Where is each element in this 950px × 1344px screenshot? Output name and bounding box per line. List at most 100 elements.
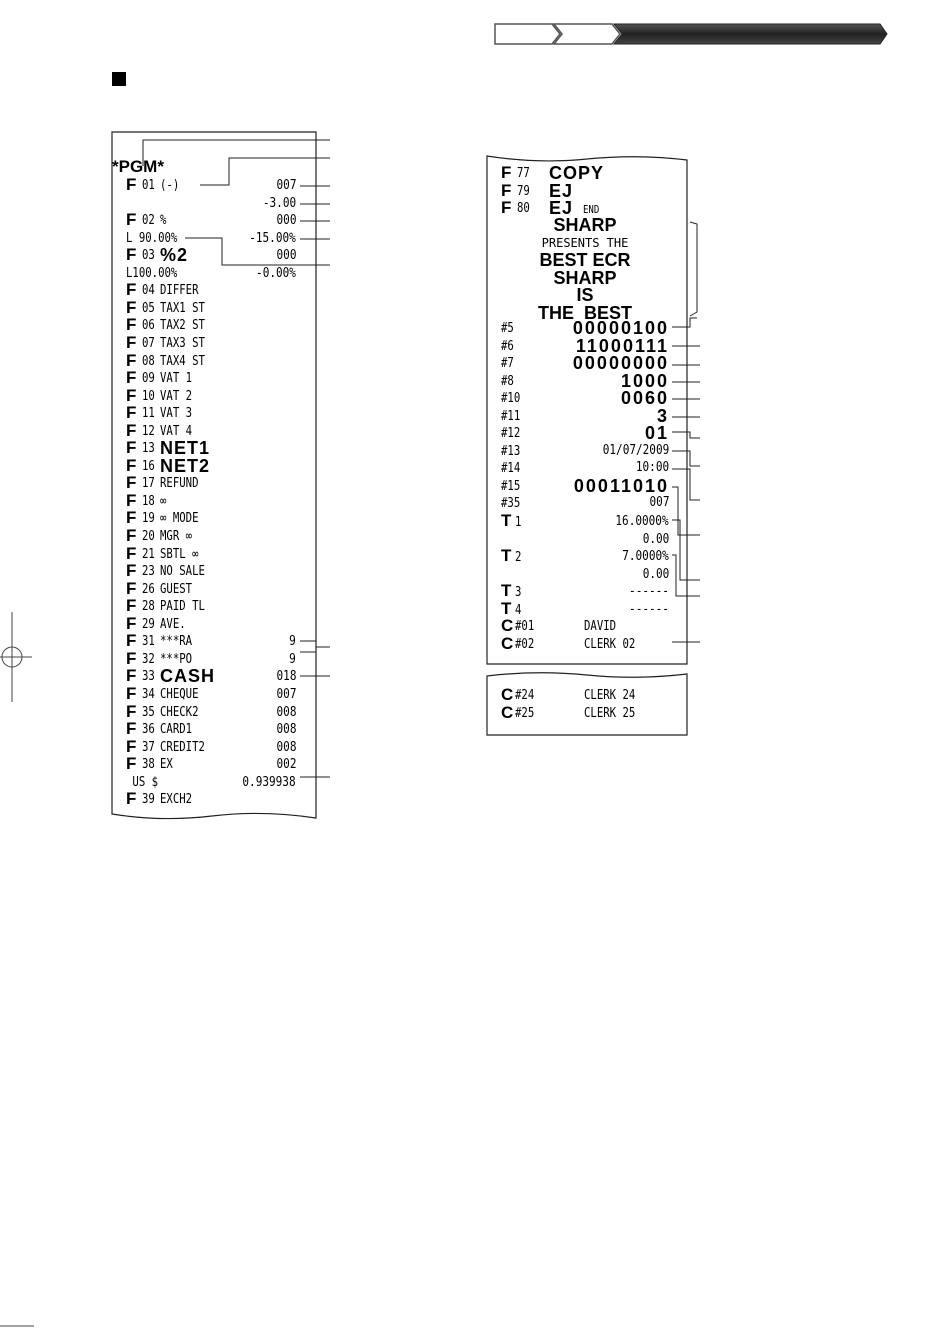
tax-value: 7.0000% (622, 549, 669, 564)
function-label: MGR ∞ (160, 529, 193, 544)
function-label: EJ (549, 180, 574, 201)
function-value: 9 (289, 634, 296, 650)
function-label: GUEST (160, 581, 193, 597)
function-value: 000 (276, 248, 296, 264)
tax-value: 0.00 (642, 531, 669, 547)
function-number: 32 (142, 651, 155, 667)
clerk-name: CLERK 24 (584, 688, 636, 703)
clerk-number: #25 (515, 705, 535, 721)
function-number: 34 (142, 686, 155, 702)
message-line: IS (576, 285, 594, 305)
function-label: DIFFER (160, 283, 199, 299)
setting-value: 01 (644, 423, 669, 443)
setting-label: #14 (501, 461, 521, 476)
function-code: F (126, 315, 137, 335)
function-number: 11 (142, 406, 155, 422)
tax-row: 0.00 (487, 565, 687, 583)
function-number: 19 (142, 511, 155, 527)
function-value: 007 (276, 686, 296, 702)
function-number: 12 (142, 423, 155, 439)
function-code: F (126, 613, 137, 633)
function-code: F (126, 245, 137, 265)
function-number: 13 (142, 441, 155, 457)
function-value: 008 (276, 722, 296, 738)
function-code: F (126, 719, 137, 739)
message-line: SHARP (553, 267, 617, 288)
function-number: 37 (142, 739, 155, 755)
function-code: F (126, 210, 137, 230)
crop-mark-icon (0, 612, 32, 702)
function-label: EX (160, 757, 173, 773)
function-label: REFUND (160, 476, 199, 492)
function-value: 018 (276, 669, 296, 685)
tax-number: 3 (515, 585, 522, 600)
function-value: 9 (289, 651, 296, 667)
setting-value: 01/07/2009 (602, 442, 669, 458)
function-suffix: END (583, 203, 600, 216)
setting-value: 007 (649, 495, 669, 510)
function-code: F (126, 754, 137, 774)
function-code: F (126, 631, 137, 651)
setting-value: 00011010 (573, 475, 669, 496)
function-code: F (126, 701, 137, 721)
function-code: F (126, 543, 137, 563)
function-code: F (501, 163, 512, 182)
function-number: 39 (142, 792, 155, 808)
function-code: F (126, 578, 137, 598)
function-number: 02 (142, 213, 155, 229)
function-label: VAT 4 (160, 423, 193, 439)
function-value: 008 (276, 739, 296, 755)
tax-row: 0.00 (487, 530, 687, 548)
function-number: 36 (142, 722, 155, 738)
clerk-code: C (501, 685, 514, 704)
function-number: 26 (142, 581, 155, 597)
function-label: ∞ MODE (160, 511, 199, 527)
function-number: 79 (517, 183, 530, 199)
left-row: L100.00%-0.00% (112, 264, 316, 282)
function-code: F (126, 561, 137, 581)
function-code: F (501, 198, 512, 217)
function-value: 0.939938 (242, 774, 296, 790)
clerk-code: C (501, 702, 514, 722)
function-number: 10 (142, 388, 155, 404)
clerk-row: C#25 CLERK 25 (487, 702, 687, 722)
function-value: 008 (276, 704, 296, 720)
message-line: SHARP (553, 215, 617, 235)
function-label: CASH (160, 666, 216, 687)
function-label: TAX4 ST (160, 353, 205, 369)
crop-mark-bottom-icon (0, 1325, 34, 1327)
function-number: 09 (142, 371, 155, 387)
function-label: CHECK2 (160, 704, 199, 720)
function-label: US $ (126, 774, 159, 790)
function-code: F (126, 297, 137, 317)
function-number: 04 (142, 283, 155, 299)
clerk-name: CLERK 25 (584, 705, 636, 721)
tax-number: 2 (515, 550, 522, 565)
tax-value: 16.0000% (615, 514, 669, 529)
function-label: NET2 (160, 455, 211, 476)
setting-label: #5 (501, 321, 514, 336)
